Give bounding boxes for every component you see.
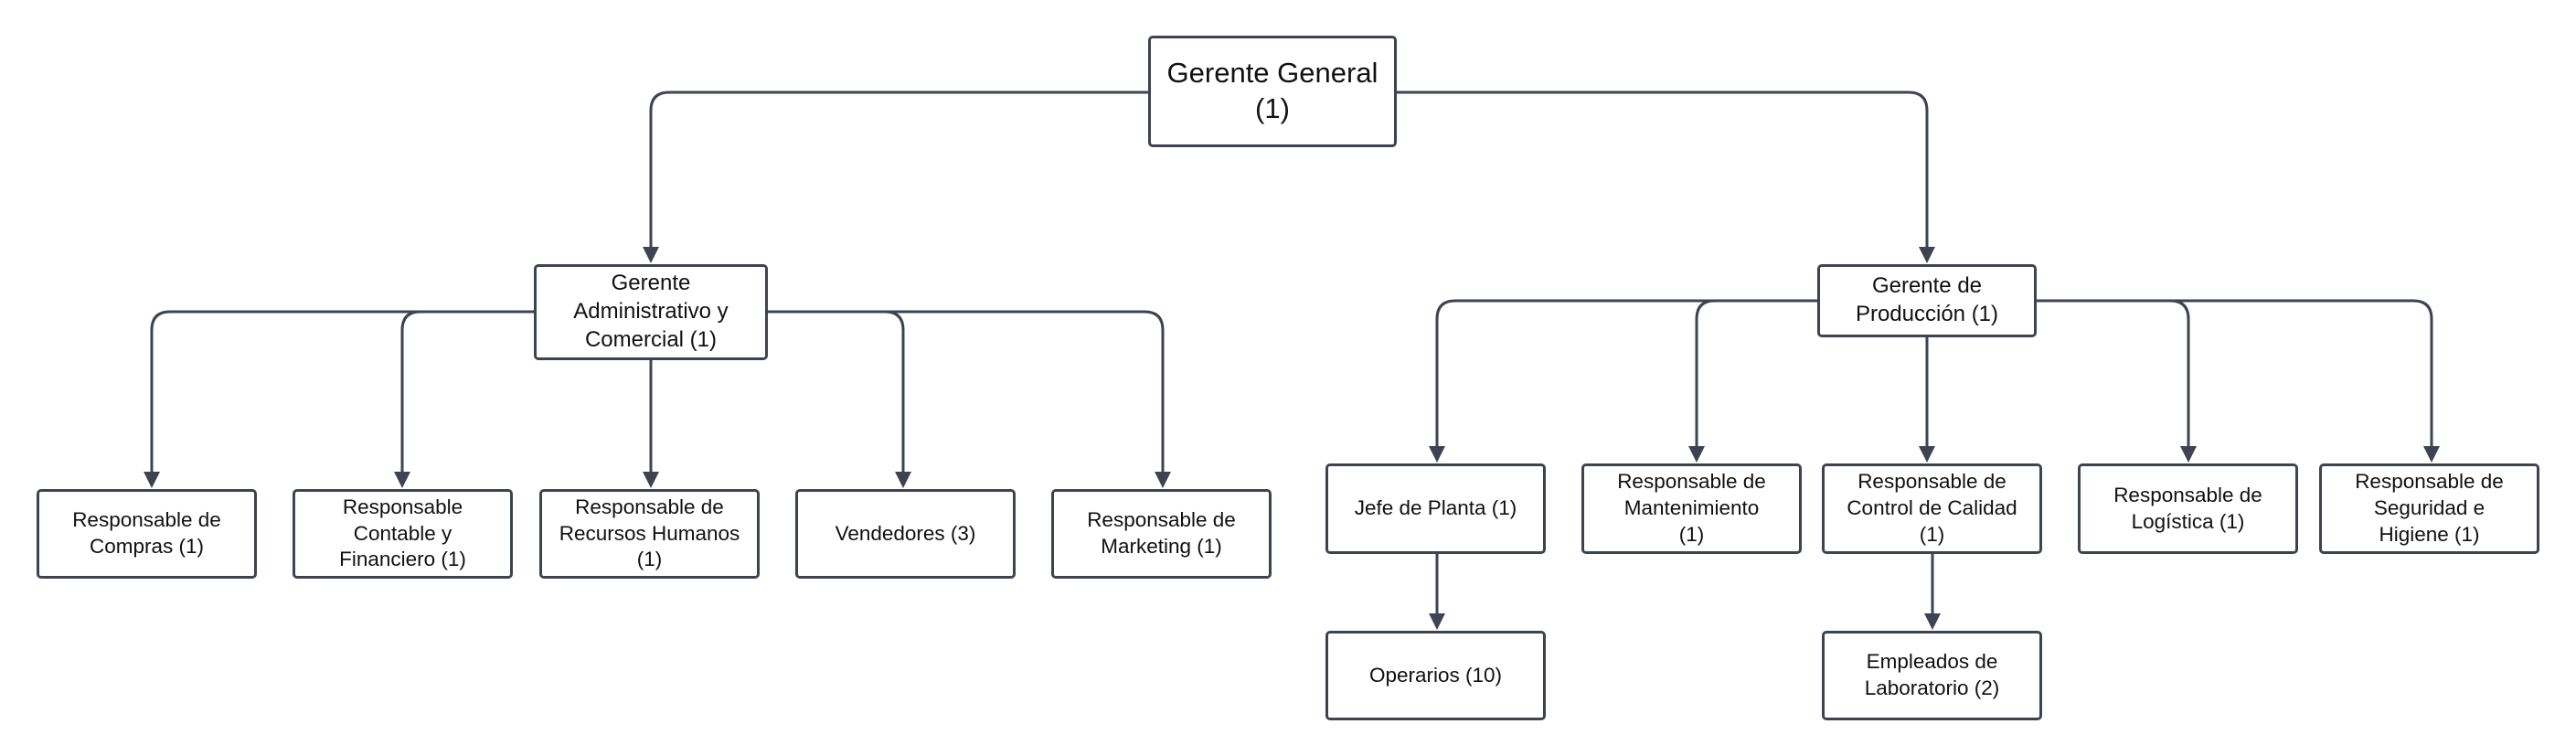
node-label: Responsable Contable y Financiero (1)	[339, 495, 466, 571]
node-label: Responsable de Control de Calidad (1)	[1847, 470, 2017, 546]
connector-admin-to-vendedores	[768, 310, 911, 488]
node-label: Gerente General (1)	[1166, 57, 1378, 124]
node-responsable-control-calidad: Responsable de Control de Calidad (1)	[1822, 463, 2042, 554]
node-gerente-general: Gerente General (1)	[1148, 36, 1397, 147]
node-label: Jefe de Planta (1)	[1354, 496, 1517, 520]
connector-admin-to-contable	[394, 310, 534, 488]
node-label: Responsable de Mantenimiento (1)	[1617, 470, 1766, 546]
node-label: Responsable de Seguridad e Higiene (1)	[2355, 470, 2504, 546]
node-label: Responsable de Marketing (1)	[1087, 508, 1236, 558]
node-label: Gerente Administrativo y Comercial (1)	[573, 271, 729, 352]
node-gerente-administrativo-comercial: Gerente Administrativo y Comercial (1)	[534, 264, 768, 360]
connector-admin-to-marketing	[768, 310, 1171, 488]
connector-admin-to-compras	[144, 310, 534, 488]
node-jefe-planta: Jefe de Planta (1)	[1325, 463, 1546, 554]
node-responsable-marketing: Responsable de Marketing (1)	[1051, 489, 1272, 579]
node-label: Gerente de Producción (1)	[1855, 273, 1999, 326]
node-empleados-laboratorio: Empleados de Laboratorio (2)	[1822, 631, 2042, 720]
node-responsable-seguridad-higiene: Responsable de Seguridad e Higiene (1)	[2319, 463, 2539, 554]
node-vendedores: Vendedores (3)	[795, 489, 1016, 579]
connector-general-to-admin	[643, 91, 1148, 263]
connector-produccion-to-seguridad	[2037, 299, 2440, 463]
node-gerente-produccion: Gerente de Producción (1)	[1817, 264, 2037, 337]
node-responsable-contable-financiero: Responsable Contable y Financiero (1)	[293, 489, 513, 579]
connector-produccion-to-jefe-planta	[1429, 299, 1817, 463]
node-label: Responsable de Compras (1)	[72, 508, 221, 558]
node-responsable-compras: Responsable de Compras (1)	[37, 489, 257, 579]
connector-produccion-to-logistica	[2037, 299, 2197, 463]
connector-produccion-to-mantenimiento	[1688, 299, 1817, 463]
node-label: Vendedores (3)	[835, 521, 976, 545]
node-responsable-logistica: Responsable de Logística (1)	[2078, 463, 2298, 554]
node-label: Responsable de Logística (1)	[2113, 483, 2262, 533]
node-responsable-mantenimiento: Responsable de Mantenimiento (1)	[1581, 463, 1802, 554]
node-label: Empleados de Laboratorio (2)	[1864, 650, 2000, 699]
node-operarios: Operarios (10)	[1325, 631, 1546, 720]
node-label: Responsable de Recursos Humanos (1)	[559, 495, 740, 571]
connector-general-to-produccion	[1397, 91, 1935, 263]
node-label: Operarios (10)	[1368, 663, 1503, 687]
node-responsable-recursos-humanos: Responsable de Recursos Humanos (1)	[539, 489, 760, 579]
